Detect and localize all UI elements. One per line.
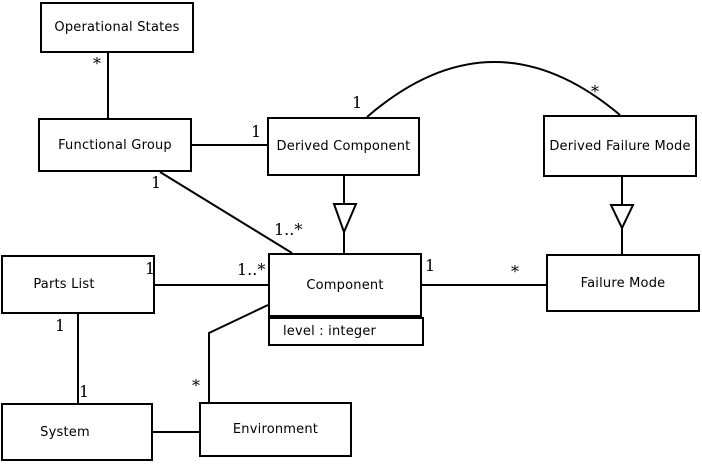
class-component: Component <box>268 253 422 317</box>
multiplicity-comp-fm-one: 1 <box>425 256 436 275</box>
multiplicity-pl-comp-many: 1..* <box>237 260 266 279</box>
multiplicity-fg-comp-many: 1..* <box>274 220 303 239</box>
association-derived-component-derived-failure-mode-arc <box>366 61 621 118</box>
multiplicity-pl-comp-one: 1 <box>145 259 156 278</box>
class-name-system: System <box>40 424 90 440</box>
multiplicity-arc-dc: 1 <box>352 93 363 112</box>
multiplicity-comp-fm-star: * <box>511 262 519 281</box>
class-name-component: Component <box>306 277 384 293</box>
multiplicity-fg-dc: 1 <box>251 122 262 141</box>
multiplicity-arc-dfm: * <box>591 82 599 101</box>
class-name-derived-component: Derived Component <box>276 139 411 154</box>
multiplicity-fg-comp-one: 1 <box>151 173 162 192</box>
multiplicity-pl-sys-bottom: 1 <box>79 382 90 401</box>
multiplicity-env-comp: * <box>192 376 200 395</box>
class-name-functional-group: Functional Group <box>58 137 172 153</box>
class-name-failure-mode: Failure Mode <box>580 275 666 291</box>
multiplicity-pl-sys-top: 1 <box>55 316 66 335</box>
class-component-attribute-compartment: level : integer <box>268 317 424 346</box>
class-failure-mode: Failure Mode <box>546 254 700 312</box>
class-parts-list: Parts List <box>1 255 155 314</box>
class-system: System <box>1 403 153 461</box>
association-functional-group-component <box>159 171 293 254</box>
association-environment-component <box>208 304 269 402</box>
multiplicity-os-fg: * <box>93 54 101 73</box>
class-operational-states: Operational States <box>40 2 194 53</box>
class-derived-component: Derived Component <box>267 117 420 176</box>
class-name-environment: Environment <box>232 422 319 437</box>
class-name-derived-failure-mode: Derived Failure Mode <box>549 138 691 154</box>
class-derived-failure-mode: Derived Failure Mode <box>543 115 697 177</box>
class-environment: Environment <box>199 402 352 457</box>
class-name-operational-states: Operational States <box>54 20 180 35</box>
generalization-arrow-derived-component <box>332 203 358 235</box>
attribute-level-integer: level : integer <box>283 324 377 339</box>
class-name-parts-list: Parts List <box>33 277 95 292</box>
generalization-arrow-derived-failure-mode <box>609 204 635 231</box>
class-functional-group: Functional Group <box>38 118 192 172</box>
